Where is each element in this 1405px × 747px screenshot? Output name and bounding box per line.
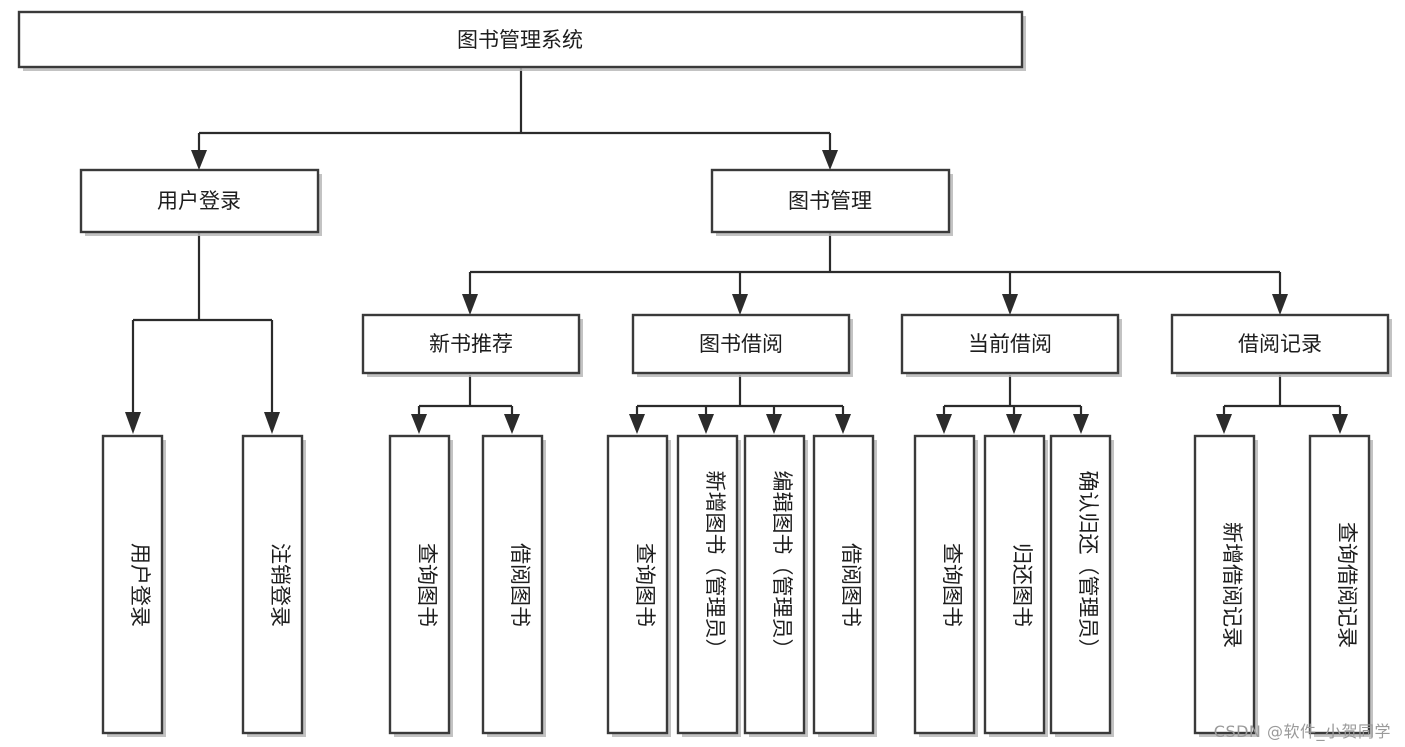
leaf-borrow-record-0[interactable]: 新增借阅记录 <box>1193 434 1258 737</box>
leaf-current-borrow-0[interactable]: 查询图书 <box>913 434 978 737</box>
node-root-label: 图书管理系统 <box>457 28 583 52</box>
leaf-user-login-0-rect[interactable] <box>101 434 164 735</box>
leaf-user-login-0[interactable]: 用户登录 <box>101 434 166 737</box>
leaf-book-borrow-3[interactable]: 借阅图书 <box>812 434 877 737</box>
leaf-book-borrow-1-rect[interactable] <box>676 434 739 735</box>
arrow-bb-leaf-3 <box>766 414 782 434</box>
node-book-borrow-label: 图书借阅 <box>699 332 783 356</box>
leaf-user-login-1-rect[interactable] <box>241 434 304 735</box>
leaf-user-login-1-label: 注销登录 <box>268 543 292 627</box>
arrow-bb-leaf-2 <box>698 414 714 434</box>
node-book-manage-label: 图书管理 <box>788 189 872 213</box>
leaf-new-book-rec-1[interactable]: 借阅图书 <box>481 434 546 737</box>
leaf-current-borrow-0-label: 查询图书 <box>940 543 964 627</box>
leaf-book-borrow-2[interactable]: 编辑图书（管理员） <box>743 434 808 737</box>
arrow-cb-leaf-2 <box>1006 414 1022 434</box>
leaf-new-book-rec-0-label: 查询图书 <box>415 543 439 627</box>
leaf-borrow-record-1-rect[interactable] <box>1308 434 1371 735</box>
arrow-user-login <box>191 150 207 170</box>
node-new-book-rec-label: 新书推荐 <box>429 332 513 356</box>
leaf-book-borrow-1-label: 新增图书（管理员） <box>703 471 727 660</box>
leaf-borrow-record-1[interactable]: 查询借阅记录 <box>1308 434 1373 737</box>
leaf-book-borrow-2-label: 编辑图书（管理员） <box>770 471 794 660</box>
arrow-nb-leaf-1 <box>411 414 427 434</box>
node-current-borrow-rect[interactable] <box>900 313 1120 375</box>
leaf-borrow-record-0-label: 新增借阅记录 <box>1220 522 1244 648</box>
leaf-new-book-rec-0-rect[interactable] <box>388 434 451 735</box>
leaf-current-borrow-2[interactable]: 确认归还（管理员） <box>1049 434 1114 737</box>
node-book-borrow-rect[interactable] <box>631 313 851 375</box>
leaf-current-borrow-1-label: 归还图书 <box>1010 543 1034 627</box>
connector-group-root-to-level2 <box>191 68 838 170</box>
arrow-leaf-logout <box>264 412 280 434</box>
arrow-bb-leaf-4 <box>835 414 851 434</box>
leaf-user-login-0-label: 用户登录 <box>128 543 152 627</box>
leaf-current-borrow-0-rect[interactable] <box>913 434 976 735</box>
leaf-user-login-1[interactable]: 注销登录 <box>241 434 306 737</box>
arrow-book-manage <box>822 150 838 170</box>
arrow-leaf-user-login <box>125 412 141 434</box>
leaf-book-borrow-0-rect[interactable] <box>606 434 669 735</box>
arrow-cb-leaf-3 <box>1073 414 1089 434</box>
arrow-bb-leaf-1 <box>629 414 645 434</box>
leaf-book-borrow-1[interactable]: 新增图书（管理员） <box>676 434 741 737</box>
arrow-borrow-record <box>1272 294 1288 315</box>
node-borrow-record[interactable]: 借阅记录 <box>1170 313 1392 377</box>
leaf-borrow-record-0-rect[interactable] <box>1193 434 1256 735</box>
node-user-login-rect[interactable] <box>79 168 320 234</box>
leaf-current-borrow-1[interactable]: 归还图书 <box>983 434 1048 737</box>
leaf-current-borrow-2-label: 确认归还（管理员） <box>1076 471 1100 660</box>
arrow-book-borrow <box>732 294 748 315</box>
node-current-borrow[interactable]: 当前借阅 <box>900 313 1122 377</box>
node-book-manage[interactable]: 图书管理 <box>710 168 953 236</box>
connector-group-new-book-rec-to-leaves <box>411 375 520 434</box>
node-borrow-record-rect[interactable] <box>1170 313 1390 375</box>
csdn-watermark: CSDN @软件_小贺同学 <box>1213 722 1391 741</box>
leaf-book-borrow-3-rect[interactable] <box>812 434 875 735</box>
node-root-rect[interactable] <box>17 10 1024 69</box>
node-book-borrow[interactable]: 图书借阅 <box>631 313 853 377</box>
leaf-new-book-rec-1-rect[interactable] <box>481 434 544 735</box>
node-current-borrow-label: 当前借阅 <box>968 332 1052 356</box>
leaf-borrow-record-1-label: 查询借阅记录 <box>1335 522 1359 648</box>
arrow-cb-leaf-1 <box>936 414 952 434</box>
node-root[interactable]: 图书管理系统 <box>17 10 1026 71</box>
connector-group-book-manage-to-level3 <box>462 232 1288 315</box>
node-user-login-label: 用户登录 <box>157 189 241 213</box>
leaf-new-book-rec-0[interactable]: 查询图书 <box>388 434 453 737</box>
node-new-book-rec-rect[interactable] <box>361 313 581 375</box>
node-book-manage-rect[interactable] <box>710 168 951 234</box>
leaf-book-borrow-2-rect[interactable] <box>743 434 806 735</box>
arrow-nb-leaf-2 <box>504 414 520 434</box>
arrow-current-borrow <box>1002 294 1018 315</box>
connector-group-borrow-record-to-leaves <box>1216 375 1348 434</box>
leaf-book-borrow-3-label: 借阅图书 <box>839 543 863 627</box>
leaf-book-borrow-0[interactable]: 查询图书 <box>606 434 671 737</box>
leaf-new-book-rec-1-label: 借阅图书 <box>508 543 532 627</box>
node-borrow-record-label: 借阅记录 <box>1238 332 1322 356</box>
arrow-new-book-rec <box>462 294 478 315</box>
leaf-book-borrow-0-label: 查询图书 <box>633 543 657 627</box>
leaf-current-borrow-2-rect[interactable] <box>1049 434 1112 735</box>
node-new-book-rec[interactable]: 新书推荐 <box>361 313 583 377</box>
arrow-br-leaf-2 <box>1332 414 1348 434</box>
node-user-login[interactable]: 用户登录 <box>79 168 322 236</box>
connector-group-user-login-to-leaves <box>125 232 280 434</box>
connector-group-book-borrow-to-leaves <box>629 375 851 434</box>
arrow-br-leaf-1 <box>1216 414 1232 434</box>
connector-group-current-borrow-to-leaves <box>936 375 1089 434</box>
leaf-current-borrow-1-rect[interactable] <box>983 434 1046 735</box>
